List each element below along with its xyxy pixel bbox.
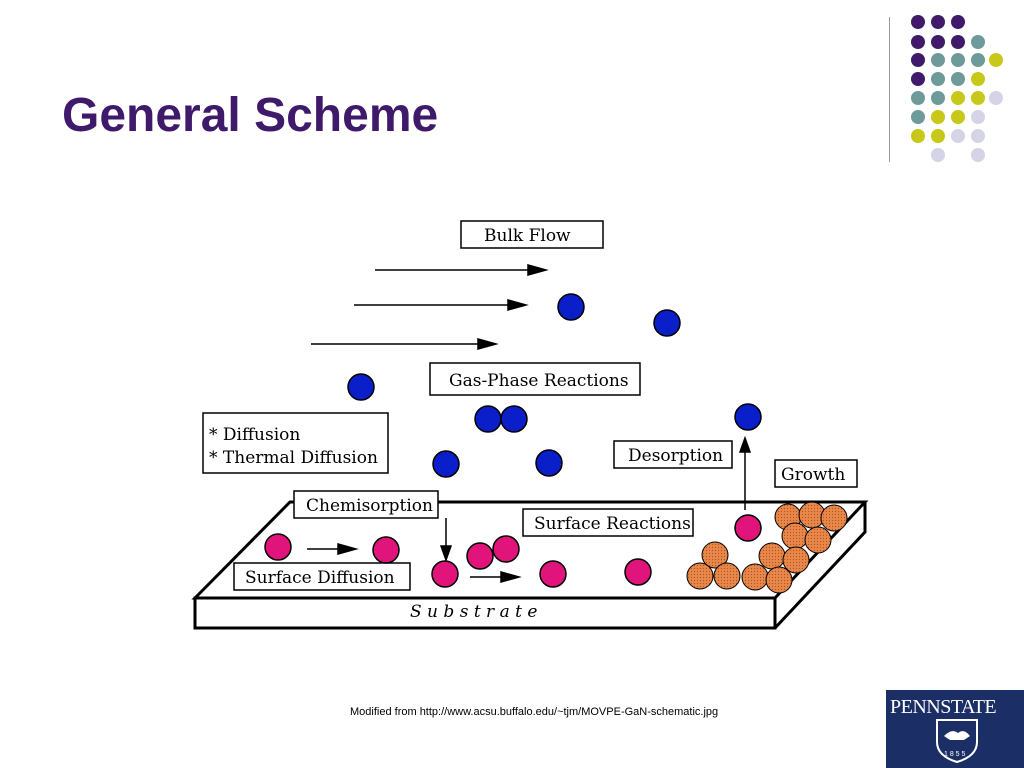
growth-cluster xyxy=(686,501,848,594)
label-box-surface-reactions: Surface Reactions xyxy=(522,508,694,537)
surface-particles xyxy=(264,514,762,588)
diffusion-label: * Diffusion xyxy=(209,425,300,445)
gas-particle xyxy=(734,403,762,431)
gas-particle xyxy=(432,450,460,478)
label-box-growth: Growth xyxy=(774,459,858,488)
label-box-gas-phase: Gas-Phase Reactions xyxy=(429,362,641,396)
gas-particle xyxy=(535,449,563,477)
label-box-bulk-flow: Bulk Flow xyxy=(460,220,604,249)
growth-label: Growth xyxy=(781,465,845,485)
chemisorption-label: Chemisorption xyxy=(306,496,433,516)
decorative-divider xyxy=(889,17,890,162)
bulk-flow-label: Bulk Flow xyxy=(484,226,571,246)
surface-reactions-label: Surface Reactions xyxy=(534,514,691,534)
surface-particle xyxy=(492,535,520,563)
decorative-dot-grid xyxy=(911,15,1003,162)
gas-particle xyxy=(474,405,502,433)
source-caption: Modified from http://www.acsu.buffalo.ed… xyxy=(350,706,719,718)
surface-particle xyxy=(624,558,652,586)
movpe-schematic-diagram: S u b s t r a t e Bulk Flow Gas-Phase Re… xyxy=(191,220,869,630)
gas-particle xyxy=(500,405,528,433)
gas-phase-reactions-label: Gas-Phase Reactions xyxy=(449,371,629,391)
shield-icon: 1 8 5 5 xyxy=(936,719,978,764)
surface-diffusion-label: Surface Diffusion xyxy=(245,568,395,588)
substrate-label: S u b s t r a t e xyxy=(410,602,537,622)
gas-particle xyxy=(557,293,585,321)
gas-particle xyxy=(653,309,681,337)
surface-particle xyxy=(372,536,400,564)
gas-particle xyxy=(347,373,375,401)
surface-particle xyxy=(264,533,292,561)
label-box-desorption: Desorption xyxy=(613,440,733,469)
desorption-label: Desorption xyxy=(628,446,723,466)
surface-particle xyxy=(466,542,494,570)
gas-phase-particles xyxy=(347,293,762,478)
thermal-diffusion-label: * Thermal Diffusion xyxy=(209,448,378,468)
surface-particle xyxy=(734,514,762,542)
pennstate-logo-year: 1 8 5 5 xyxy=(944,751,966,758)
pennstate-logo-text: PENNSTATE xyxy=(890,696,997,718)
surface-particle xyxy=(431,560,459,588)
slide-title: General Scheme xyxy=(62,89,439,142)
process-arrows xyxy=(307,435,752,583)
label-box-diffusion: * Diffusion * Thermal Diffusion xyxy=(202,412,389,474)
label-box-chemisorption: Chemisorption xyxy=(293,490,439,519)
pennstate-logo: PENNSTATE 1 8 5 5 xyxy=(886,690,1024,768)
bulk-flow-arrows xyxy=(311,264,549,350)
surface-particle xyxy=(539,560,567,588)
label-box-surface-diffusion: Surface Diffusion xyxy=(233,562,411,591)
